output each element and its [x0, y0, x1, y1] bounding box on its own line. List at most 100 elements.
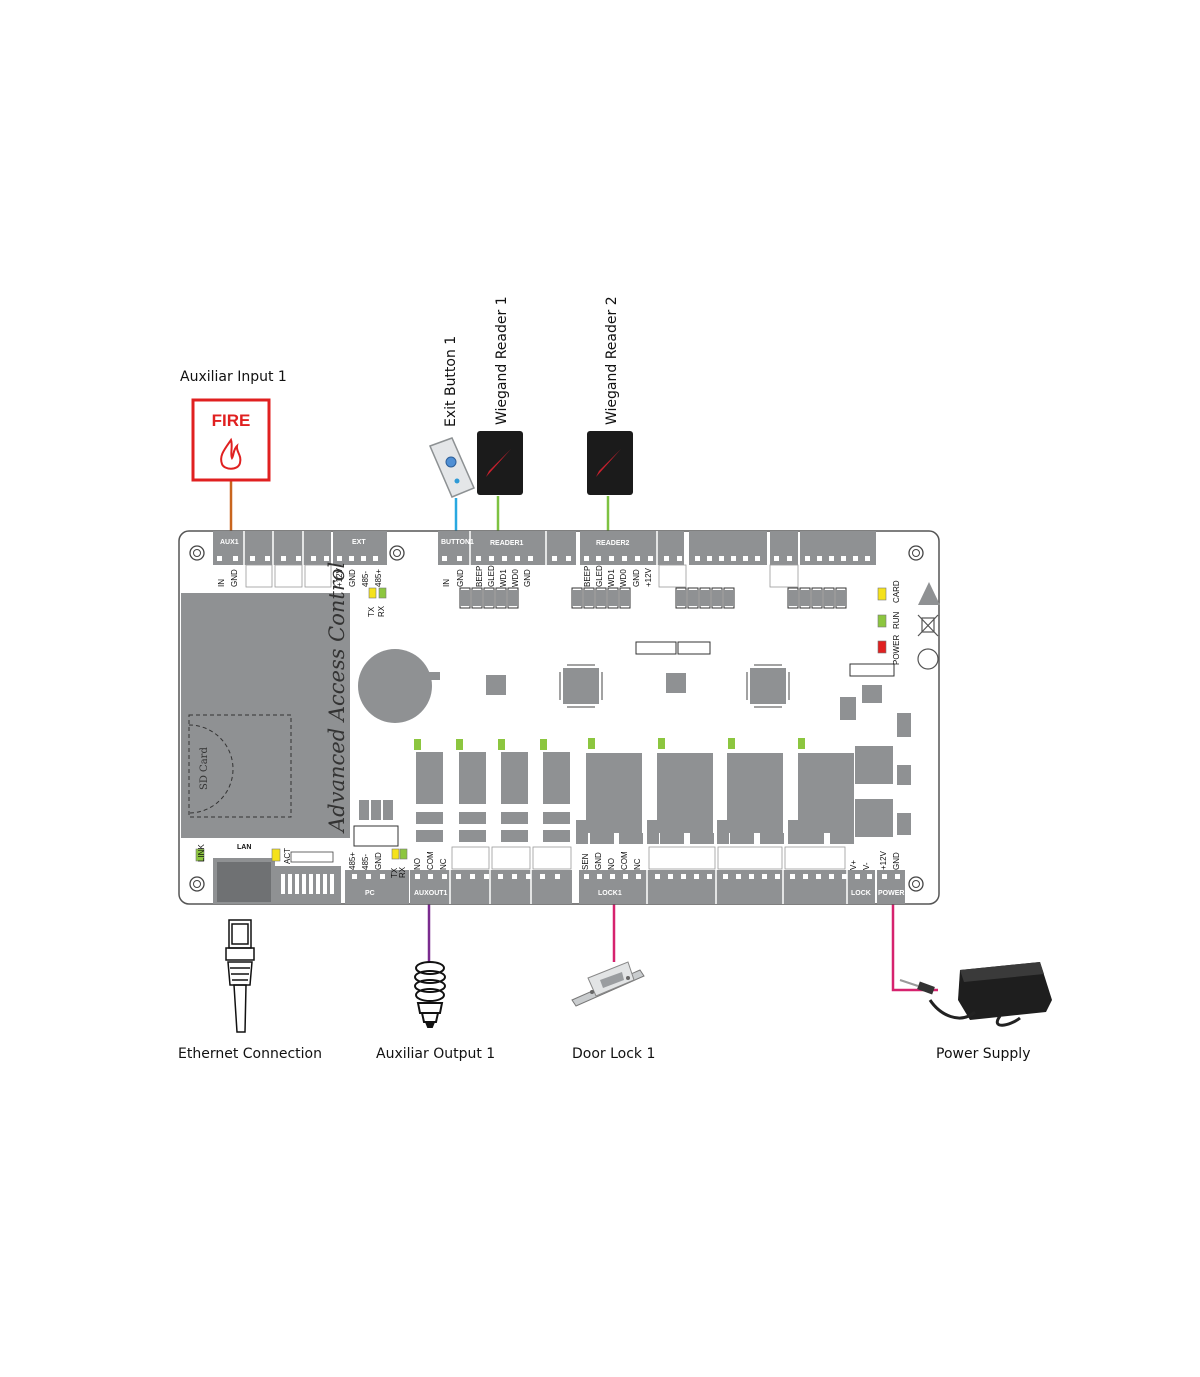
pin-pc-485-minus: 485- — [361, 854, 370, 870]
pin-r2-gled: GLED — [595, 565, 604, 587]
pin-r2-wd1: WD1 — [607, 569, 616, 587]
pin-lock1-no: NO — [607, 858, 616, 870]
relay-leds — [414, 738, 805, 750]
pin-r2-beep: BEEP — [583, 566, 592, 587]
header-power: POWER — [878, 890, 904, 897]
pin-lock1-sen: SEN — [581, 853, 590, 870]
pin-ext-12v: +12V — [335, 567, 344, 587]
pin-lock-vplus: V+ — [849, 860, 858, 870]
led-ext-rx: RX — [377, 605, 386, 617]
pin-lock1-com: COM — [620, 851, 629, 870]
label-door-lock: Door Lock 1 — [572, 1046, 655, 1062]
ce-mark-icon — [918, 582, 940, 605]
led-act — [271, 848, 281, 862]
pin-r2-wd0: WD0 — [619, 569, 628, 587]
header-lock1: LOCK1 — [598, 890, 622, 897]
led-ext-tx-light — [368, 587, 377, 599]
pin-pc-gnd: GND — [374, 852, 383, 870]
pin-lock-vminus: V- — [862, 862, 871, 870]
label-ethernet: Ethernet Connection — [178, 1046, 322, 1062]
pin-auxout-nc: NC — [439, 858, 448, 870]
bottom-pin-labels: 485+ 485- GND TX RX NO COM NC SEN GND NO… — [348, 850, 901, 878]
label-pc-tx: TX — [390, 867, 399, 878]
header-lan: LAN — [237, 844, 251, 851]
sd-card-module: SD Card — [181, 593, 350, 838]
header-lock: LOCK — [851, 890, 871, 897]
header-reader1: READER1 — [490, 540, 524, 547]
fire-alarm-sign: FIRE — [191, 398, 271, 482]
header-reader2: READER2 — [596, 540, 630, 547]
pin-lock1-gnd: GND — [594, 852, 603, 870]
label-exit-button: Exit Button 1 — [443, 336, 459, 427]
pin-r1-beep: BEEP — [475, 566, 484, 587]
pin-power-gnd: GND — [892, 852, 901, 870]
label-pc-rx: RX — [398, 866, 407, 878]
reader1-device — [477, 431, 523, 495]
flame-icon — [220, 437, 242, 470]
pin-r2-gnd: GND — [632, 569, 641, 587]
bottom-terminals: LAN PC AUXOUT1 LOCK1 LOCK POWER — [213, 844, 905, 904]
light-bulb-icon — [414, 961, 446, 1028]
pin-auxout-com: COM — [426, 851, 435, 870]
pin-r2-12v: +12V — [644, 567, 653, 587]
header-ext: EXT — [352, 539, 366, 546]
led-pc-tx — [391, 848, 400, 860]
label-reader2: Wiegand Reader 2 — [604, 296, 620, 425]
pin-button1-in: IN — [442, 579, 451, 587]
pin-power-12v: +12V — [879, 850, 888, 870]
fire-sign-text: FIRE — [212, 411, 251, 430]
led-run — [877, 614, 887, 628]
pin-lock1-nc: NC — [633, 858, 642, 870]
led-pc-rx — [399, 848, 408, 860]
pin-aux1-gnd: GND — [230, 569, 239, 587]
pin-auxout-no: NO — [413, 858, 422, 870]
top-terminals: AUX1 EXT BUTTON1 READER1 READER2 — [213, 531, 876, 588]
pin-r1-gled: GLED — [487, 565, 496, 587]
weee-icon — [917, 614, 939, 637]
header-aux1: AUX1 — [220, 539, 239, 546]
pin-ext-gnd: GND — [348, 569, 357, 587]
pin-pc-485-plus: 485+ — [348, 852, 357, 870]
chip-pins — [559, 664, 790, 708]
label-aux-input: Auxiliar Input 1 — [180, 369, 287, 385]
power-supply-wire — [891, 904, 938, 992]
lan-jack — [217, 862, 271, 902]
led-ext-tx: TX — [367, 606, 376, 617]
header-auxout1: AUXOUT1 — [414, 890, 448, 897]
reader2-device — [587, 431, 633, 495]
power-adapter-icon — [899, 962, 1052, 1027]
pin-r1-wd0: WD0 — [511, 569, 520, 587]
ethernet-cable-icon — [225, 919, 255, 1033]
top-pin-labels: IN GND +12V GND 485- 485+ TX RX IN GND B… — [217, 565, 653, 617]
component-arrays-dark — [359, 590, 846, 820]
door-strike-icon — [571, 961, 645, 1007]
controller-board: AUX1 EXT BUTTON1 READER1 READER2 IN GND … — [178, 530, 940, 905]
chips — [486, 668, 911, 837]
label-run: RUN — [892, 611, 901, 629]
header-pc: PC — [365, 890, 375, 897]
brand-text: Advanced Access Control — [325, 562, 349, 834]
label-power-led: POWER — [892, 635, 901, 665]
dip-switch — [275, 851, 341, 904]
pin-ext-485-minus: 485- — [361, 571, 370, 587]
pin-button1-gnd: GND — [456, 569, 465, 587]
pin-ext-485-plus: 485+ — [374, 569, 383, 587]
header-button1: BUTTON1 — [441, 539, 474, 546]
pin-r1-wd1: WD1 — [499, 569, 508, 587]
label-reader1: Wiegand Reader 1 — [494, 296, 510, 425]
label-power-supply: Power Supply — [936, 1046, 1031, 1062]
sd-card-label: SD Card — [199, 747, 210, 790]
label-link: LINK — [197, 844, 206, 862]
exit-button-device — [428, 437, 475, 498]
led-link — [195, 848, 205, 862]
relays — [416, 752, 854, 844]
rohs-icon — [917, 648, 939, 670]
pin-r1-gnd: GND — [523, 569, 532, 587]
pin-aux1-in: IN — [217, 579, 226, 587]
led-power — [877, 640, 887, 654]
battery — [358, 649, 432, 723]
label-act: ACT — [283, 848, 292, 864]
label-card: CARD — [892, 580, 901, 603]
label-aux-output: Auxiliar Output 1 — [376, 1046, 495, 1062]
